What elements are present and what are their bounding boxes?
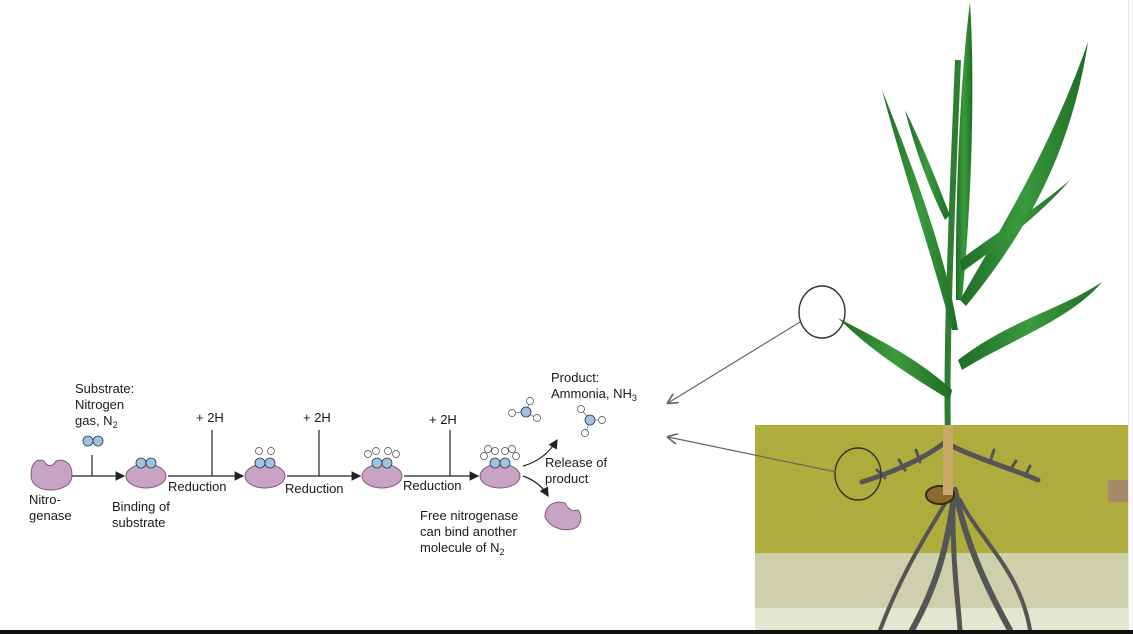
roots	[859, 437, 1041, 633]
free-enzyme-arrow	[522, 475, 549, 498]
plus-2h-label-1: + 2H	[196, 410, 224, 425]
release-label: Release of product	[545, 455, 608, 486]
substrate-label: Substrate: Nitrogen gas, N2	[75, 381, 135, 430]
callout-circle-root	[834, 447, 882, 501]
enzyme-bound-3	[361, 463, 403, 489]
side-marker	[1108, 480, 1130, 502]
bottom-edge	[0, 630, 1133, 634]
enzyme-bound-1	[125, 463, 167, 489]
pointer-line-root	[668, 437, 837, 473]
free-nitrogenase-label: Free nitrogenase can bind another molecu…	[420, 508, 519, 557]
pointer-line-leaf	[668, 321, 801, 403]
n2-bound-1	[135, 457, 157, 469]
leaves	[838, 2, 1102, 400]
product-label: Product: Ammonia, NH3	[551, 370, 637, 403]
enzyme-released	[544, 501, 582, 531]
enzyme-free-start	[30, 459, 73, 491]
callout-circle-leaf	[798, 285, 846, 339]
n2-free	[82, 435, 104, 447]
binding-label: Binding of substrate	[112, 499, 170, 530]
release-arrow	[522, 438, 558, 467]
window-edge	[1128, 0, 1133, 634]
n2h4-bound	[371, 457, 393, 469]
ammonia-molecule-2	[577, 405, 606, 437]
soil-lower-layer	[755, 608, 1130, 630]
reduction-label-1: Reduction	[168, 479, 227, 494]
enzyme-bound-2	[244, 463, 286, 489]
reduction-label-2: Reduction	[285, 481, 344, 496]
reduction-label-3: Reduction	[403, 478, 462, 493]
plus-2h-label-2: + 2H	[303, 410, 331, 425]
plus-2h-label-3: + 2H	[429, 412, 457, 427]
ammonia-molecule-1	[508, 397, 541, 422]
reaction-diagram	[30, 397, 606, 531]
enzyme-bound-4	[479, 463, 521, 489]
plant-illustration	[668, 2, 1130, 633]
n2h2-bound	[254, 457, 276, 469]
stem-base	[943, 425, 953, 495]
nitrogenase-label: Nitro- genase	[29, 492, 72, 523]
n2h6-bound	[489, 457, 511, 469]
